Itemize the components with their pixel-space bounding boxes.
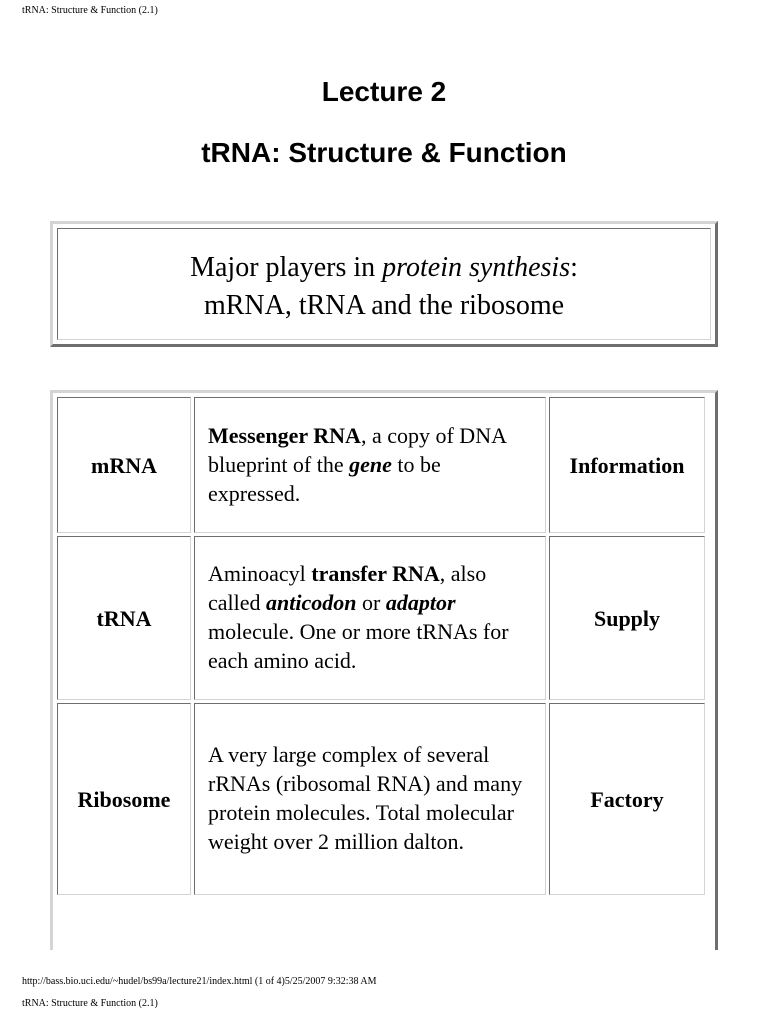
table-row: tRNA Aminoacyl transfer RNA, also called… [57, 536, 705, 700]
player-role-trna: Supply [549, 536, 705, 700]
intro-line2: mRNA, tRNA and the ribosome [203, 290, 565, 321]
desc-bold: Messenger RNA [208, 422, 361, 448]
print-footer-url: http://bass.bio.uci.edu/~hudel/bs99a/lec… [22, 976, 377, 987]
desc-text: , a copy of DNA blueprint of the [208, 422, 506, 477]
desc-bold: transfer RNA [311, 561, 440, 586]
desc-text: or [356, 590, 386, 615]
player-role-mrna: Information [549, 397, 705, 533]
players-grid: mRNA Messenger RNA, a copy of DNA bluepr… [54, 394, 708, 898]
desc-bold-italic: adaptor [385, 590, 456, 615]
intro-line1-prefix: Major players in [190, 252, 383, 283]
intro-text: Major players in protein synthesis: mRNA… [57, 228, 711, 340]
player-desc-ribosome: A very large complex of several rRNAs (r… [194, 703, 546, 895]
print-footer-title: tRNA: Structure & Function (2.1) [22, 998, 158, 1009]
desc-text: to be expressed. [208, 451, 441, 506]
desc-text: , also called [208, 561, 487, 615]
player-desc-trna: Aminoacyl transfer RNA, also called anti… [194, 536, 546, 700]
player-role-ribosome: Factory [549, 703, 705, 895]
intro-line1-italic: protein synthesis [382, 252, 571, 283]
intro-box: Major players in protein synthesis: mRNA… [50, 221, 718, 347]
players-table: mRNA Messenger RNA, a copy of DNA bluepr… [50, 390, 718, 950]
desc-bold-italic: gene [349, 451, 392, 477]
lecture-number: Lecture 2 [321, 76, 447, 107]
table-row: Ribosome A very large complex of several… [57, 703, 705, 895]
player-name-ribosome: Ribosome [57, 703, 191, 895]
desc-text: Aminoacyl [208, 561, 312, 586]
player-name-trna: tRNA [57, 536, 191, 700]
player-name-mrna: mRNA [57, 397, 191, 533]
intro-line1-suffix: : [570, 252, 578, 283]
desc-text: molecule. One or more tRNAs for each ami… [208, 619, 509, 673]
desc-bold-italic: anticodon [266, 590, 357, 615]
page-title: tRNA: Structure & Function [201, 137, 567, 168]
print-header: tRNA: Structure & Function (2.1) [22, 5, 158, 16]
player-desc-mrna: Messenger RNA, a copy of DNA blueprint o… [194, 397, 546, 533]
table-row: mRNA Messenger RNA, a copy of DNA bluepr… [57, 397, 705, 533]
